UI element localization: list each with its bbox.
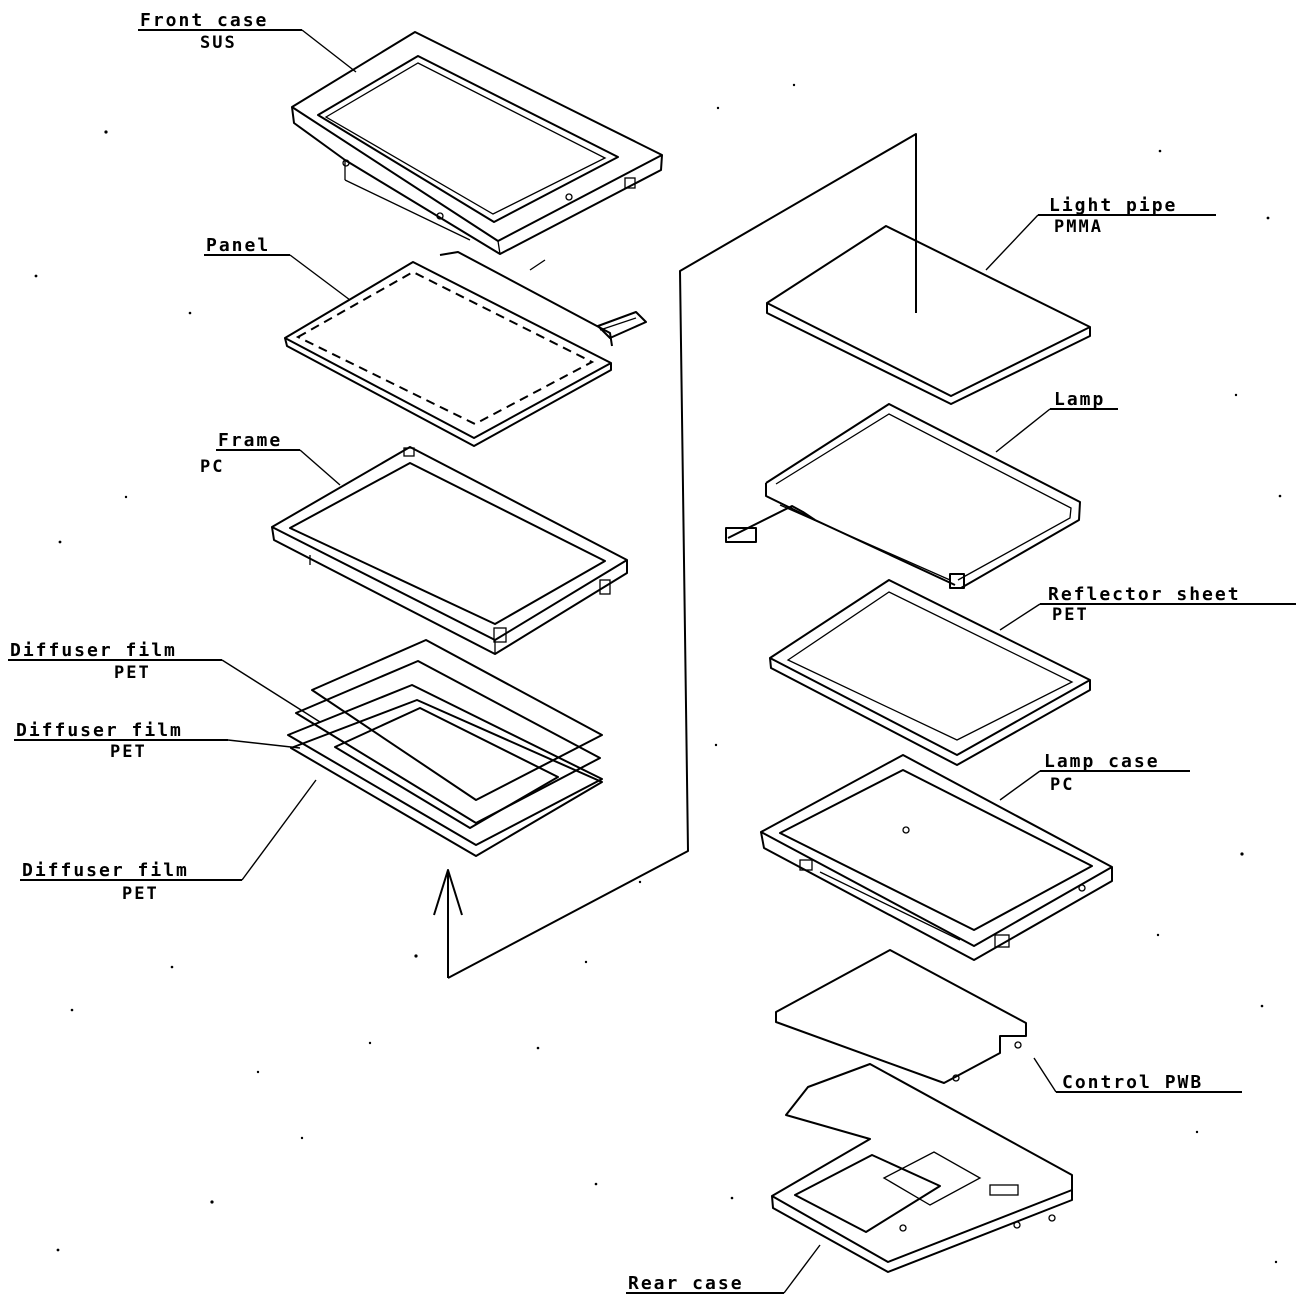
light-pipe-material: PMMA (1054, 217, 1103, 237)
scan-speckles (34, 83, 1282, 1264)
label-reflector-sheet: Reflector sheet PET (999, 584, 1296, 631)
frame-part (271, 446, 628, 655)
front-case-label: Front case (140, 10, 268, 31)
control-pwb-part (775, 949, 1027, 1084)
diffuser-film-stack (287, 639, 603, 857)
lamp-case-material: PC (1050, 775, 1074, 795)
frame-material: PC (200, 457, 224, 477)
diffuser-2-material: PET (110, 742, 147, 762)
lamp-part (725, 403, 1081, 589)
diffuser-1-material: PET (114, 663, 151, 683)
label-diffuser-2: Diffuser film PET (14, 720, 301, 762)
panel-label: Panel (206, 235, 270, 256)
label-control-pwb: Control PWB (1033, 1057, 1242, 1093)
reflector-sheet-label: Reflector sheet (1048, 584, 1241, 605)
diffuser-1-label: Diffuser film (10, 640, 177, 661)
diffuser-3-material: PET (122, 884, 159, 904)
panel-part (284, 251, 647, 447)
label-panel: Panel (204, 235, 351, 301)
lamp-case-label: Lamp case (1044, 751, 1160, 772)
label-light-pipe: Light pipe PMMA (985, 195, 1216, 271)
lamp-label: Lamp (1054, 389, 1105, 410)
front-case-material: SUS (200, 33, 237, 53)
label-lamp: Lamp (995, 389, 1118, 453)
lamp-case-part (760, 754, 1113, 961)
diffuser-3-label: Diffuser film (22, 860, 189, 881)
label-diffuser-3: Diffuser film PET (20, 779, 317, 904)
light-pipe-part (766, 225, 1091, 405)
diffuser-2-label: Diffuser film (16, 720, 183, 741)
front-case-part (291, 31, 663, 255)
control-pwb-label: Control PWB (1062, 1072, 1203, 1093)
reflector-sheet-material: PET (1052, 605, 1089, 625)
label-diffuser-1: Diffuser film PET (8, 640, 321, 723)
label-lamp-case: Lamp case PC (999, 751, 1190, 801)
frame-label: Frame (218, 430, 282, 451)
rear-case-label: Rear case (628, 1273, 744, 1294)
assembly-direction-arrow (433, 133, 917, 979)
reflector-sheet-part (769, 579, 1091, 766)
label-frame: Frame PC (200, 430, 341, 486)
label-rear-case: Rear case (626, 1244, 821, 1294)
label-front-case: Front case SUS (138, 10, 357, 73)
light-pipe-label: Light pipe (1049, 195, 1177, 216)
rear-case-part (771, 1063, 1073, 1273)
